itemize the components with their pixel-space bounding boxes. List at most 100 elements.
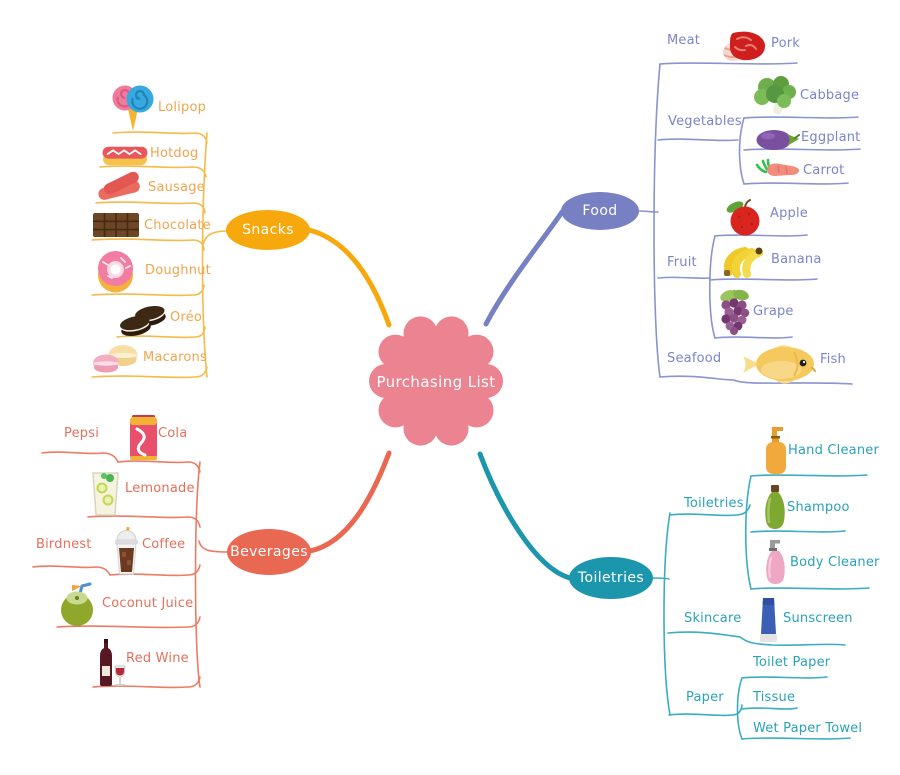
item-label[interactable]: Coconut Juice	[102, 596, 194, 611]
carrot-icon	[755, 158, 800, 176]
connector-line	[657, 276, 711, 280]
main-branch-links	[306, 209, 573, 581]
central-topic-label: Purchasing List	[376, 373, 496, 391]
connector-line	[91, 284, 205, 297]
group-label[interactable]: Paper	[686, 690, 724, 705]
branch-node-beverages[interactable]: Beverages	[227, 529, 311, 575]
item-label[interactable]: Sausage	[148, 180, 205, 195]
item-label[interactable]: Lolipop	[158, 100, 207, 115]
group-label[interactable]: Birdnest	[36, 537, 92, 552]
item-label[interactable]: Grape	[753, 304, 794, 319]
connector-line	[667, 631, 846, 646]
item-label[interactable]: Fish	[820, 352, 846, 367]
item-label[interactable]: Hotdog	[150, 146, 199, 161]
lollipop-icon	[112, 85, 154, 131]
connector-line	[112, 131, 208, 144]
item-label[interactable]: Body Cleaner	[790, 555, 880, 570]
item-label[interactable]: Cola	[158, 426, 188, 441]
connector-line	[744, 475, 752, 590]
connector-line	[714, 336, 793, 339]
beverages-connectors	[32, 451, 229, 689]
shampoo-icon	[765, 485, 785, 529]
connector-line	[743, 182, 849, 185]
item-label[interactable]: Oréo	[170, 310, 203, 325]
connector-line	[91, 238, 205, 251]
connector-line	[741, 707, 798, 710]
eggplant-icon	[756, 130, 800, 150]
central-topic[interactable]: Purchasing List	[361, 311, 511, 451]
doughnut-icon	[98, 251, 133, 293]
item-label[interactable]: Hand Cleaner	[788, 443, 880, 458]
snacks-connectors	[91, 131, 229, 379]
connector-line	[306, 227, 392, 328]
connector-line	[668, 704, 743, 717]
branch-label: Toiletries	[577, 570, 645, 586]
branch-label: Snacks	[242, 222, 294, 238]
branch-node-toiletries[interactable]: Toiletries	[569, 557, 653, 599]
item-label[interactable]: Carrot	[803, 163, 845, 178]
item-label[interactable]: Banana	[771, 252, 822, 267]
connector-line	[117, 460, 201, 473]
connector-line	[194, 461, 201, 688]
item-label[interactable]: Red Wine	[126, 651, 189, 666]
sunscreen-icon	[760, 598, 777, 642]
sausage-icon	[98, 172, 140, 200]
branch-node-food[interactable]: Food	[561, 192, 639, 230]
item-label[interactable]: Tissue	[753, 690, 796, 705]
hand-cleaner-icon	[766, 427, 786, 474]
cola-icon	[130, 415, 157, 460]
group-label[interactable]: Meat	[667, 33, 701, 48]
group-label[interactable]: Skincare	[684, 611, 742, 626]
branch-node-snacks[interactable]: Snacks	[226, 210, 310, 250]
item-label[interactable]: Coffee	[142, 537, 186, 552]
connector-line	[116, 326, 206, 339]
connector-line	[198, 540, 229, 553]
cabbage-icon	[754, 76, 796, 115]
connector-line	[750, 474, 868, 477]
group-label[interactable]: Toiletries	[684, 496, 744, 511]
connector-line	[743, 116, 859, 119]
flower-shape	[369, 316, 503, 446]
item-label[interactable]: Chocolate	[144, 218, 211, 233]
item-label[interactable]: Doughnut	[145, 263, 211, 278]
group-label[interactable]: Seafood	[667, 351, 722, 366]
toiletries-connectors	[652, 474, 870, 740]
item-label[interactable]: Apple	[770, 206, 809, 221]
chocolate-icon	[93, 213, 139, 237]
connector-line	[637, 210, 659, 213]
coconut-icon	[61, 582, 93, 626]
grape-icon	[720, 289, 750, 335]
connector-line	[669, 504, 751, 517]
item-label[interactable]: Toilet Paper	[753, 655, 831, 670]
item-label[interactable]: Lemonade	[125, 481, 195, 496]
connector-line	[483, 209, 565, 327]
group-label[interactable]: Pepsi	[64, 426, 100, 441]
item-label[interactable]: Sunscreen	[783, 611, 853, 626]
red-wine-icon	[100, 639, 126, 686]
group-label[interactable]: Fruit	[667, 255, 697, 270]
connector-line	[714, 234, 808, 237]
connector-line	[653, 63, 661, 378]
connector-line	[736, 677, 743, 740]
item-label[interactable]: Cabbage	[800, 88, 860, 103]
hotdog-icon	[102, 146, 148, 166]
connector-line	[99, 165, 207, 178]
connector-line	[738, 117, 745, 185]
item-label[interactable]: Macarons	[143, 350, 207, 365]
item-label[interactable]: Shampoo	[787, 500, 850, 515]
oreo-icon	[120, 305, 166, 336]
item-label[interactable]: Wet Paper Towel	[753, 721, 863, 736]
item-label[interactable]: Pork	[771, 36, 801, 51]
connector-line	[741, 737, 851, 740]
item-label[interactable]: Eggplant	[801, 130, 861, 145]
connector-line	[91, 366, 208, 379]
apple-icon	[726, 199, 760, 236]
connector-line	[32, 565, 111, 576]
group-label[interactable]: Vegetables	[668, 114, 742, 129]
connector-line	[87, 515, 201, 528]
connector-line	[741, 676, 828, 679]
connector-line	[41, 451, 119, 463]
connector-line	[663, 512, 671, 716]
